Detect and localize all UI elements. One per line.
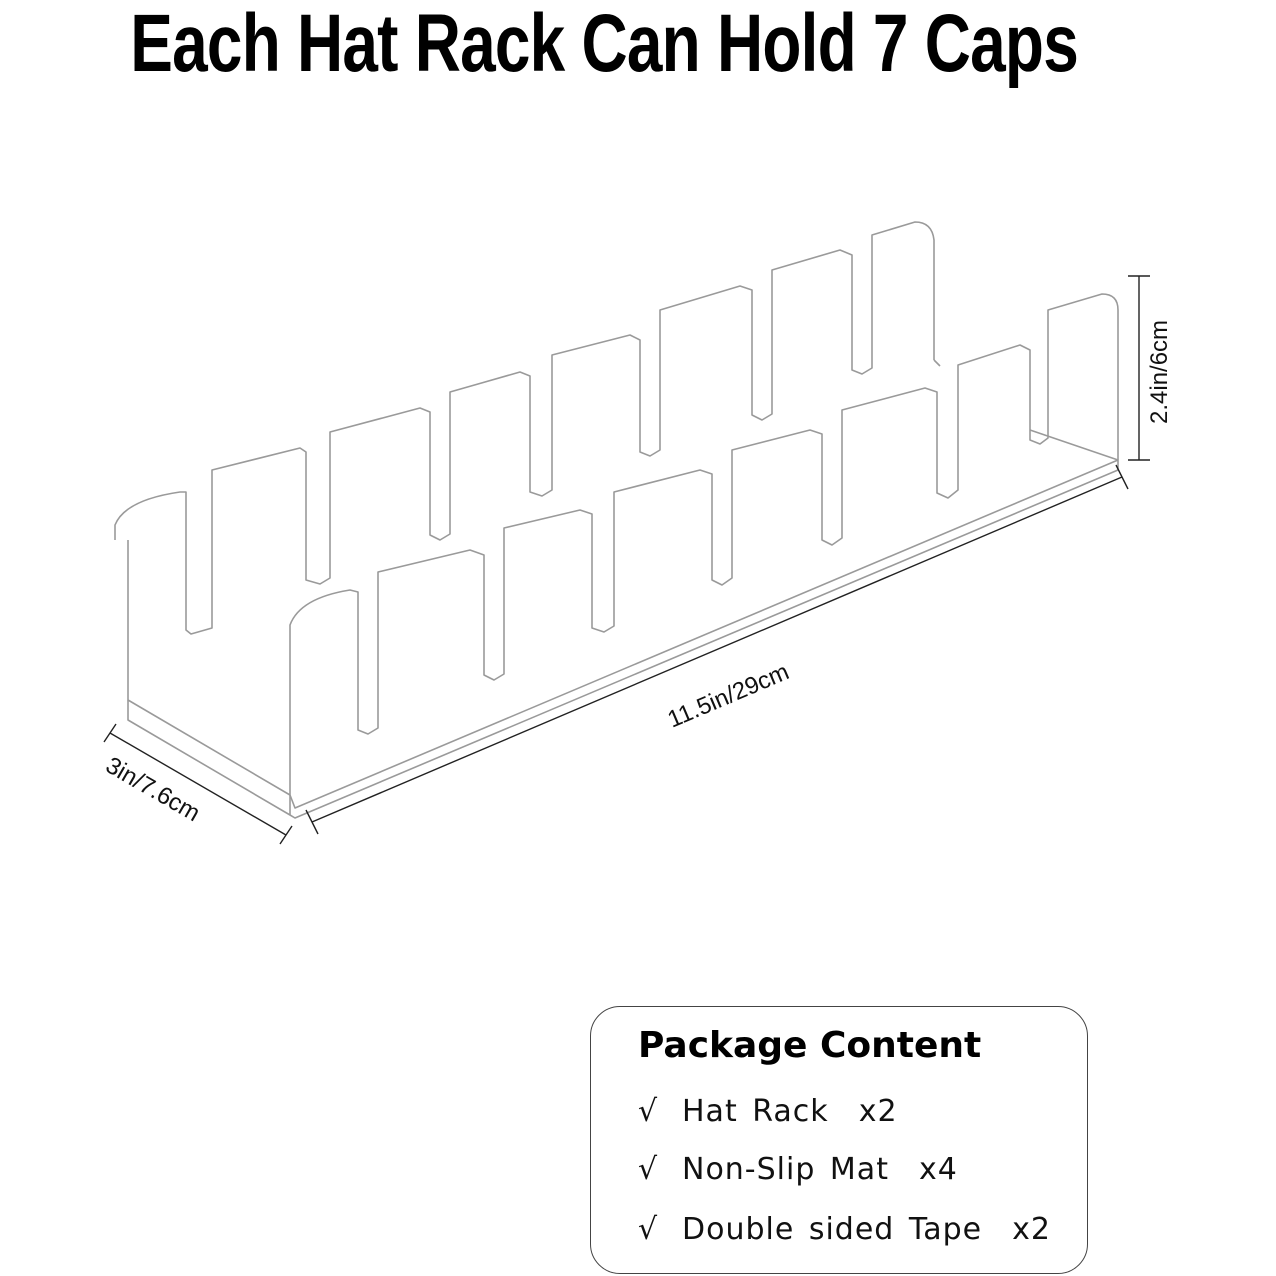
check-icon: √ (638, 1093, 658, 1129)
package-item-qty: x2 (1012, 1211, 1051, 1247)
rack-back-wall (114, 221, 935, 635)
package-item-name: Hat Rack (682, 1093, 829, 1129)
package-item-qty: x4 (918, 1151, 958, 1187)
rack-base (127, 459, 1119, 819)
height-dimension-line (1128, 275, 1150, 461)
package-item-non-slip-mat: √ Non-Slip Mat x4 (638, 1149, 958, 1189)
length-dimension-line (305, 464, 1129, 835)
check-icon: √ (638, 1211, 658, 1247)
dimension-lines (103, 275, 1150, 845)
package-item-double-sided-tape: √ Double sided Tape x2 (638, 1209, 1051, 1249)
headline-title: Each Hat Rack Can Hold 7 Caps (130, 0, 1079, 89)
depth-dimension-line (103, 723, 293, 845)
check-icon: √ (638, 1151, 658, 1187)
package-content-box: Package Content √ Hat Rack x2 √ Non-Slip… (590, 1006, 1088, 1274)
package-item-hat-rack: √ Hat Rack x2 (638, 1091, 898, 1131)
rack-outline (114, 221, 1119, 819)
rack-front-wall (127, 293, 1119, 796)
height-label: 2.4in/6cm (1146, 320, 1173, 424)
package-item-name: Non-Slip Mat (682, 1151, 889, 1187)
package-item-qty: x2 (858, 1093, 898, 1129)
length-label: 11.5in/29cm (664, 658, 793, 733)
package-content-title: Package Content (638, 1025, 982, 1066)
depth-label: 3in/7.6cm (101, 752, 205, 827)
package-item-name: Double sided Tape (682, 1211, 983, 1247)
